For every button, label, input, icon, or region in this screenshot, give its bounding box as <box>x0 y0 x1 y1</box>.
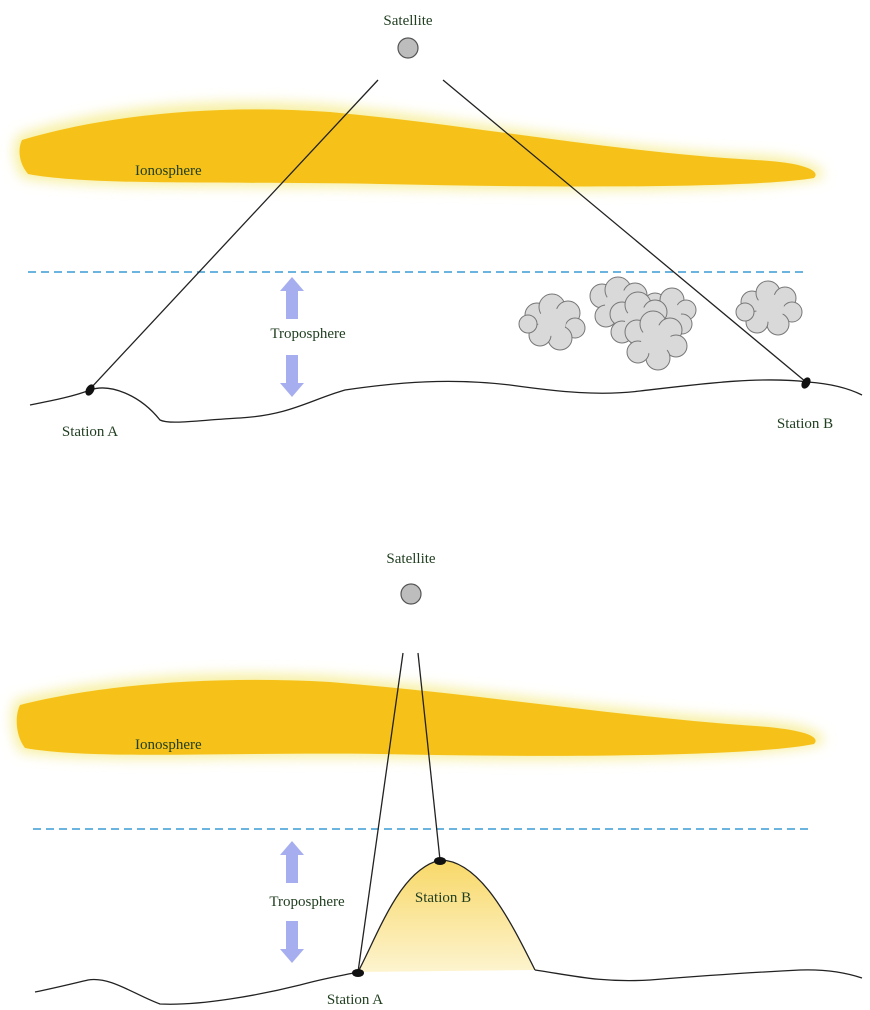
panel-top: Satellite Ionosphere Troposphere <box>13 13 863 440</box>
ionosphere-layer: Ionosphere <box>11 673 824 760</box>
station-a-label: Station A <box>327 992 383 1008</box>
ground-line <box>29 379 863 423</box>
ionosphere-label: Ionosphere <box>135 163 202 179</box>
station-b-marker <box>801 377 811 389</box>
signal-path-b <box>442 79 807 383</box>
signal-path-a <box>89 79 379 390</box>
station-a-marker <box>85 384 95 396</box>
cloud-icon <box>735 280 803 336</box>
troposphere-arrows: Troposphere <box>270 277 346 397</box>
arrow-down-icon <box>280 921 304 963</box>
mountain <box>358 860 535 972</box>
station-b-label: Station B <box>777 416 833 432</box>
satellite-icon <box>397 37 419 59</box>
arrow-up-icon <box>280 841 304 883</box>
troposphere-label: Troposphere <box>269 894 345 910</box>
ionosphere-layer: Ionosphere <box>13 101 824 191</box>
troposphere-arrows: Troposphere <box>269 841 345 963</box>
station-b-label: Station B <box>415 890 471 906</box>
signal-path-a <box>357 652 404 973</box>
signal-path-b <box>417 652 441 861</box>
ionosphere-label: Ionosphere <box>135 737 202 753</box>
station-a-label: Station A <box>62 424 118 440</box>
panel-bottom: Satellite Ionosphere Troposphere Station… <box>11 551 863 1008</box>
station-b-marker <box>434 857 446 865</box>
arrow-down-icon <box>280 355 304 397</box>
satellite-label: Satellite <box>386 551 435 567</box>
troposphere-label: Troposphere <box>270 326 346 342</box>
clouds <box>518 276 803 371</box>
cloud-icon <box>624 310 688 371</box>
arrow-up-icon <box>280 277 304 319</box>
satellite-icon <box>400 583 422 605</box>
ground-line <box>34 969 863 1005</box>
cloud-icon <box>518 293 586 351</box>
station-a-marker <box>352 969 364 977</box>
satellite-label: Satellite <box>383 13 432 29</box>
